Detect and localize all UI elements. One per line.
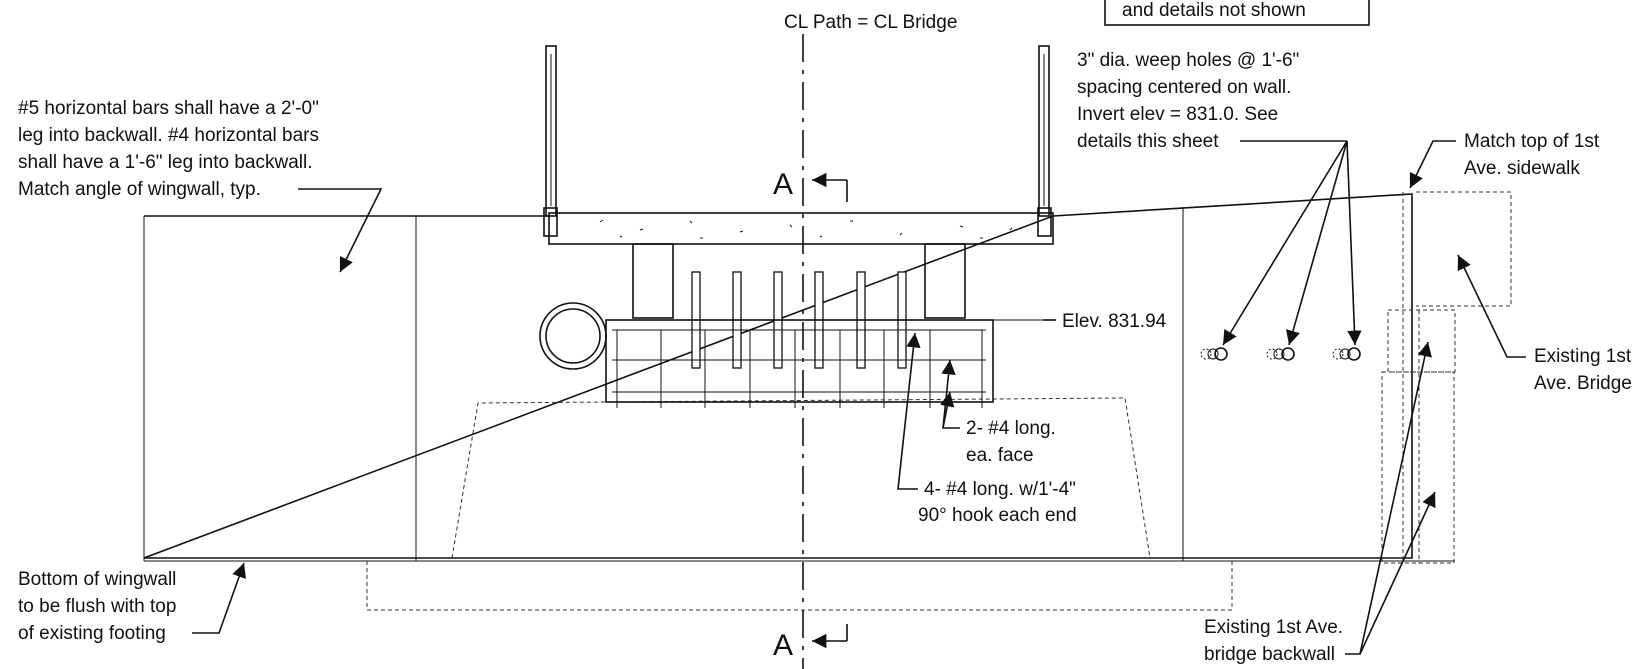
svg-text:Match angle of wingwall, typ.: Match angle of wingwall, typ. bbox=[18, 179, 261, 200]
centerline-label: CL Path = CL Bridge bbox=[784, 12, 957, 33]
wingwall-outline bbox=[143, 193, 1455, 562]
svg-text:of existing footing: of existing footing bbox=[18, 623, 166, 644]
weep-holes bbox=[1200, 347, 1361, 361]
boxed-note: and details not shown bbox=[1104, 0, 1370, 26]
note-existing-bridge: Existing 1st Ave. Bridge bbox=[1457, 254, 1632, 394]
svg-text:Invert elev = 831.0. See: Invert elev = 831.0. See bbox=[1077, 104, 1278, 125]
svg-text:3" dia. weep holes @ 1'-6": 3" dia. weep holes @ 1'-6" bbox=[1077, 50, 1299, 71]
svg-text:shall have a 1'-6" leg into ba: shall have a 1'-6" leg into backwall. bbox=[18, 152, 312, 173]
note-long-bars-hook: 4- #4 long. w/1'-4" 90° hook each end bbox=[897, 332, 1077, 526]
pipe bbox=[539, 302, 607, 370]
svg-text:ea. face: ea. face bbox=[966, 445, 1034, 466]
svg-text:Existing 1st: Existing 1st bbox=[1534, 346, 1632, 367]
weep-hole bbox=[1332, 347, 1361, 361]
note-elevation: Elev. 831.94 bbox=[1043, 311, 1167, 332]
svg-text:leg into backwall. #4 horizon: leg into backwall. #4 horizontal bars bbox=[18, 125, 319, 146]
section-marker-top: A bbox=[773, 168, 848, 202]
existing-footing bbox=[366, 397, 1233, 611]
note-wingwall-bars: #5 horizontal bars shall have a 2'-0" le… bbox=[18, 98, 383, 273]
deck-supports bbox=[632, 243, 966, 319]
svg-text:bridge backwall: bridge backwall bbox=[1204, 644, 1335, 665]
svg-text:spacing centered on wall.: spacing centered on wall. bbox=[1077, 77, 1291, 98]
svg-text:details this sheet: details this sheet bbox=[1077, 131, 1219, 152]
existing-bridge bbox=[1381, 191, 1512, 564]
note-long-bars-face: 2- #4 long. ea. face bbox=[940, 359, 1056, 466]
svg-text:Existing 1st Ave.: Existing 1st Ave. bbox=[1204, 617, 1343, 638]
note-wingwall-bottom: Bottom of wingwall to be flush with top … bbox=[18, 562, 246, 644]
weep-hole bbox=[1200, 347, 1228, 361]
cap-beam bbox=[605, 319, 1043, 408]
svg-text:A: A bbox=[773, 629, 793, 662]
note-existing-backwall: Existing 1st Ave. bridge backwall bbox=[1204, 341, 1436, 665]
svg-text:90° hook each end: 90° hook each end bbox=[918, 505, 1077, 526]
right-railing bbox=[1037, 45, 1052, 237]
bridge-deck bbox=[548, 212, 1054, 245]
centerline: CL Path = CL Bridge bbox=[784, 12, 957, 669]
svg-text:to be flush with top: to be flush with top bbox=[18, 596, 176, 617]
svg-text:4- #4 long. w/1'-4": 4- #4 long. w/1'-4" bbox=[924, 479, 1076, 500]
note-match-sidewalk: Match top of 1st Ave. sidewalk bbox=[1409, 131, 1600, 189]
boxed-note-text: and details not shown bbox=[1122, 0, 1306, 21]
svg-text:Match top of 1st: Match top of 1st bbox=[1464, 131, 1600, 152]
svg-text:2- #4 long.: 2- #4 long. bbox=[966, 418, 1056, 439]
svg-text:Elev. 831.94: Elev. 831.94 bbox=[1062, 311, 1167, 332]
weep-hole bbox=[1266, 347, 1295, 361]
note-weep-holes: 3" dia. weep holes @ 1'-6" spacing cente… bbox=[1077, 50, 1362, 346]
svg-text:#5 horizontal bars shall have: #5 horizontal bars shall have a 2'-0" bbox=[18, 98, 319, 119]
svg-text:Bottom of wingwall: Bottom of wingwall bbox=[18, 569, 176, 590]
svg-text:Ave. sidewalk: Ave. sidewalk bbox=[1464, 158, 1580, 179]
svg-text:Ave. Bridge: Ave. Bridge bbox=[1534, 373, 1632, 394]
section-marker-bottom: A bbox=[773, 624, 848, 662]
left-railing bbox=[543, 45, 558, 237]
svg-text:A: A bbox=[773, 168, 793, 201]
